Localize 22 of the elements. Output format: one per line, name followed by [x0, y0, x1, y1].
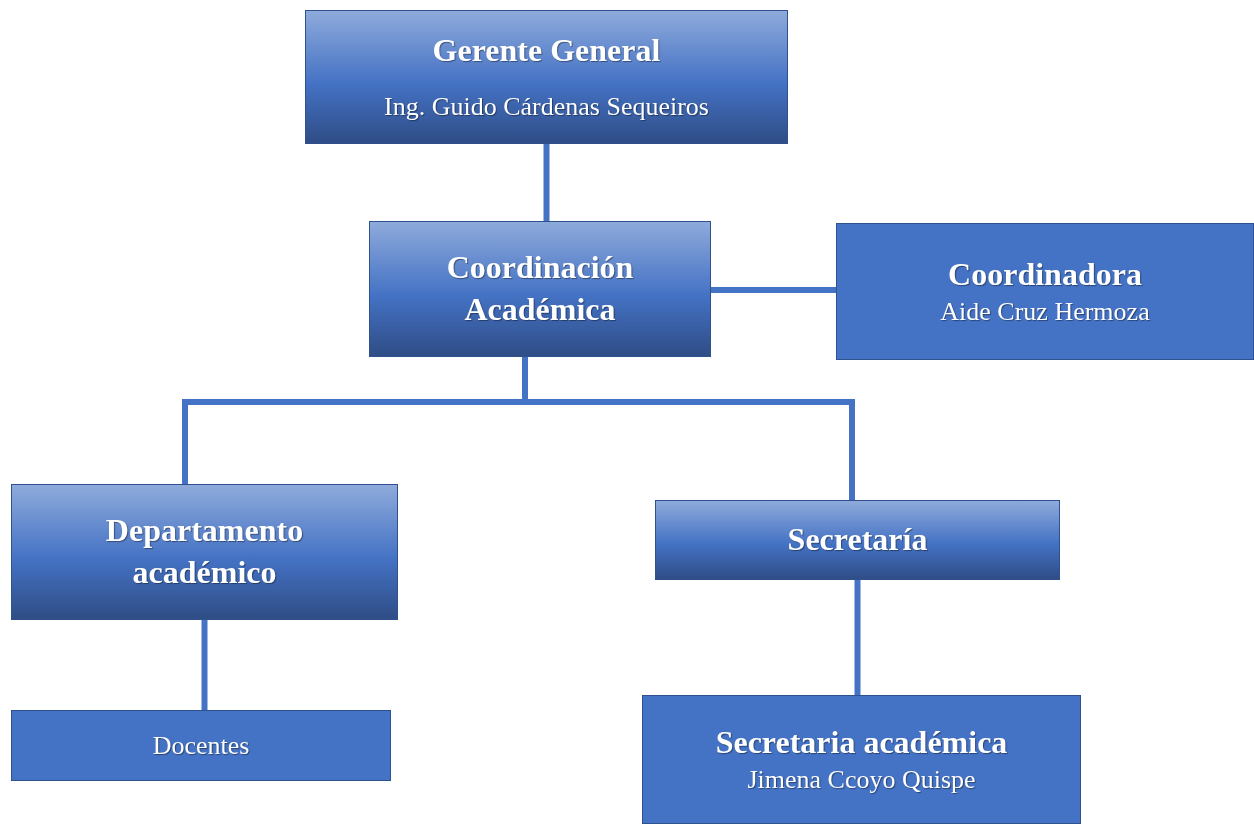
- org-box: [655, 500, 1060, 580]
- org-box: [305, 10, 788, 144]
- connector-line: [201, 620, 208, 710]
- org-box: [642, 695, 1081, 824]
- box-label: Docentes: [152, 729, 250, 762]
- box-title: Coordinadora: [948, 254, 1142, 294]
- connector-line: [522, 357, 855, 500]
- connector-line: [543, 144, 550, 221]
- box-title: Gerente General: [432, 31, 661, 71]
- person-name: Jimena Ccoyo Quispe: [747, 764, 976, 797]
- box-title: Coordinación Académica: [445, 248, 635, 329]
- connector-line: [711, 287, 836, 293]
- box-title: Departamento académico: [104, 511, 305, 592]
- org-box: [11, 484, 398, 620]
- org-box: [369, 221, 711, 357]
- connector-line: [854, 580, 861, 695]
- person-name: Ing. Guido Cárdenas Sequeiros: [384, 90, 709, 123]
- box-title: Secretaría: [787, 520, 928, 560]
- org-box: [836, 223, 1254, 360]
- org-box: [11, 710, 391, 781]
- person-name: Aide Cruz Hermoza: [940, 296, 1150, 329]
- box-title: Secretaria académica: [715, 722, 1008, 762]
